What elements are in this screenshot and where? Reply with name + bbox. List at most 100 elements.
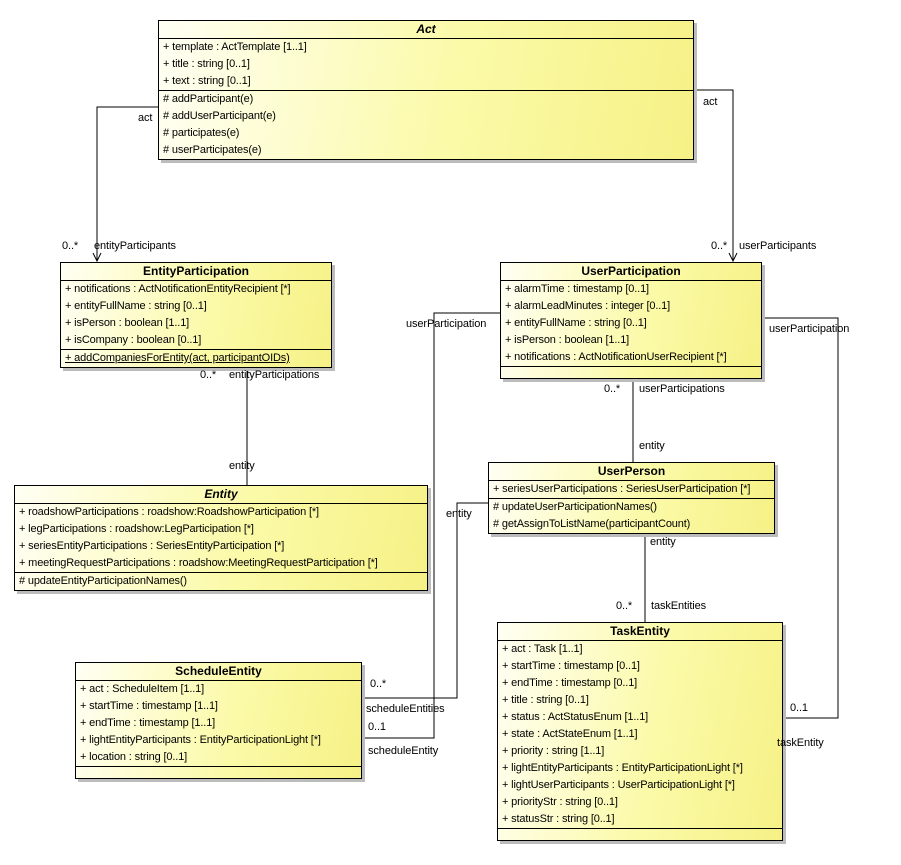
edge-label-mult-entityParticipations: 0..* [200, 369, 217, 381]
edge-label-role-entity-of-scheduleEntity: entity [446, 508, 472, 520]
method-row: # addParticipant(e) [163, 93, 254, 105]
attribute-row: + location : string [0..1] [80, 751, 188, 763]
edge-label-mult-userParticipations: 0..* [604, 383, 621, 395]
edge-label-mult-scheduleEntities: 0..* [370, 678, 387, 690]
attribute-row: + entityFullName : string [0..1] [505, 317, 647, 329]
attributes-compartment: + notifications : ActNotificationEntityR… [61, 281, 331, 349]
attribute-row: + isCompany : boolean [0..1] [65, 334, 202, 346]
attributes-compartment: + seriesUserParticipations : SeriesUserP… [489, 481, 774, 498]
class-box-UserParticipation[interactable]: UserParticipation+ alarmTime : timestamp… [500, 262, 762, 379]
attribute-row: + status : ActStatusEnum [1..1] [502, 711, 649, 723]
method-row: # addUserParticipant(e) [163, 110, 276, 122]
attribute-row: + lightUserParticipants : UserParticipat… [502, 779, 735, 791]
attribute-row: + isPerson : boolean [1..1] [505, 334, 630, 346]
edge-label-role-entity-of-taskEntity: entity [650, 536, 676, 548]
attribute-row: + template : ActTemplate [1..1] [163, 41, 307, 53]
edge-label-role-act-right: act [703, 96, 718, 108]
attribute-row: + title : string [0..1] [163, 58, 250, 70]
method-row: # updateEntityParticipationNames() [19, 575, 187, 587]
association-edge-act-entityParticipants [96, 106, 158, 261]
attribute-row: + text : string [0..1] [163, 75, 251, 87]
attribute-row: + endTime : timestamp [0..1] [502, 677, 638, 689]
attribute-row: + lightEntityParticipants : EntityPartic… [80, 734, 321, 746]
attribute-row: + priorityStr : string [0..1] [502, 796, 618, 808]
edge-label-role-scheduleEntities: scheduleEntities [366, 703, 445, 715]
attribute-row: + startTime : timestamp [0..1] [502, 660, 640, 672]
class-title: UserPerson [489, 463, 774, 481]
methods-compartment [501, 366, 761, 378]
class-box-UserPerson[interactable]: UserPerson + seriesUserParticipations : S… [488, 462, 775, 534]
class-box-TaskEntity[interactable]: TaskEntity + act : Task [1..1] + startTime… [497, 622, 783, 841]
class-title: UserParticipation [501, 263, 761, 281]
attribute-row: + meetingRequestParticipations : roadsho… [19, 557, 378, 569]
attribute-row: + priority : string [1..1] [502, 745, 605, 757]
attribute-row: + seriesUserParticipations : SeriesUserP… [493, 483, 751, 495]
method-row: # participates(e) [163, 127, 240, 139]
class-title: Entity [15, 486, 427, 504]
class-box-Entity[interactable]: Entity + roadshowParticipations : roadsho… [14, 485, 428, 591]
attribute-row: + lightEntityParticipants : EntityPartic… [502, 762, 743, 774]
edge-label-role-scheduleEntity: scheduleEntity [368, 745, 439, 757]
edge-label-role-userParticipation-right: userParticipation [769, 323, 850, 335]
attribute-row: + act : ScheduleItem [1..1] [80, 683, 205, 695]
attribute-row: + seriesEntityParticipations : SeriesEnt… [19, 540, 285, 552]
edge-label-role-userParticipations: userParticipations [639, 383, 725, 395]
edge-label-mult-entityParticipants: 0..* [62, 240, 79, 252]
edge-label-mult-userParticipants: 0..* [711, 240, 728, 252]
class-title: EntityParticipation [61, 263, 331, 281]
association-edge-userPerson-scheduleEntity [362, 502, 488, 699]
edge-label-role-entityParticipations: entityParticipations [229, 369, 320, 381]
methods-compartment: # addParticipant(e) # addUserParticipant(… [159, 90, 693, 159]
attribute-row: + startTime : timestamp [1..1] [80, 700, 218, 712]
edge-label-role-entity-of-entityParticipation: entity [229, 460, 255, 472]
association-edge-act-userParticipants [694, 89, 734, 261]
class-box-Act[interactable]: Act + template : ActTemplate [1..1] + titl… [158, 20, 694, 160]
attribute-row: + act : Task [1..1] [502, 643, 583, 655]
methods-compartment: # updateUserParticipationNames() # getAss… [489, 498, 774, 533]
attribute-row: + state : ActStateEnum [1..1] [502, 728, 638, 740]
attribute-row: + endTime : timestamp [1..1] [80, 717, 216, 729]
attributes-compartment: + act : ScheduleItem [1..1] + startTime :… [76, 681, 361, 766]
method-row: # userParticipates(e) [163, 144, 262, 156]
attributes-compartment: + roadshowParticipations : roadshow:Road… [15, 504, 427, 572]
method-row: # getAssignToListName(participantCount) [493, 518, 691, 530]
attribute-row: + entityFullName : string [0..1] [65, 300, 207, 312]
class-box-EntityParticipation[interactable]: EntityParticipation + notifications : Act… [60, 262, 332, 368]
methods-compartment: # updateEntityParticipationNames() [15, 572, 427, 590]
class-title: ScheduleEntity [76, 663, 361, 681]
methods-compartment [498, 828, 782, 840]
attributes-compartment: + alarmTime : timestamp [0..1] + alarmLea… [501, 281, 761, 366]
attribute-row: + notifications : ActNotificationUserRec… [505, 351, 727, 363]
method-row: # updateUserParticipationNames() [493, 501, 657, 513]
edge-label-role-taskEntities: taskEntities [651, 600, 707, 612]
edge-label-mult-taskEntity: 0..1 [790, 702, 808, 714]
edge-label-role-act-left: act [138, 112, 153, 124]
method-row: + addCompaniesForEntity(act, participant… [65, 352, 290, 364]
edge-label-role-taskEntity: taskEntity [777, 737, 824, 749]
methods-compartment: + addCompaniesForEntity(act, participant… [61, 349, 331, 367]
attribute-row: + legParticipations : roadshow:LegPartic… [19, 523, 254, 535]
attribute-row: + roadshowParticipations : roadshow:Road… [19, 506, 319, 518]
class-box-ScheduleEntity[interactable]: ScheduleEntity+ act : ScheduleItem [1..1… [75, 662, 362, 779]
edge-label-role-entity-of-userParticipation: entity [639, 440, 665, 452]
attributes-compartment: + act : Task [1..1] + startTime : timesta… [498, 641, 782, 828]
attribute-row: + title : string [0..1] [502, 694, 589, 706]
open-arrowhead-icon [92, 252, 102, 263]
attribute-row: + alarmTime : timestamp [0..1] [505, 283, 649, 295]
attribute-row: + alarmLeadMinutes : integer [0..1] [505, 300, 671, 312]
attributes-compartment: + template : ActTemplate [1..1] + title :… [159, 39, 693, 90]
association-edge-userParticipation-taskEntity [762, 317, 839, 719]
association-edge-userParticipation-scheduleEntity [362, 312, 500, 739]
attribute-row: + statusStr : string [0..1] [502, 813, 615, 825]
attribute-row: + isPerson : boolean [1..1] [65, 317, 190, 329]
methods-compartment [76, 766, 361, 778]
open-arrowhead-icon [728, 252, 738, 263]
class-title: TaskEntity [498, 623, 782, 641]
attribute-row: + notifications : ActNotificationEntityR… [65, 283, 291, 295]
edge-label-mult-scheduleEntity: 0..1 [368, 721, 386, 733]
class-title: Act [159, 21, 693, 39]
edge-label-role-userParticipation-left: userParticipation [406, 318, 487, 330]
edge-label-role-userParticipants: userParticipants [739, 240, 817, 252]
